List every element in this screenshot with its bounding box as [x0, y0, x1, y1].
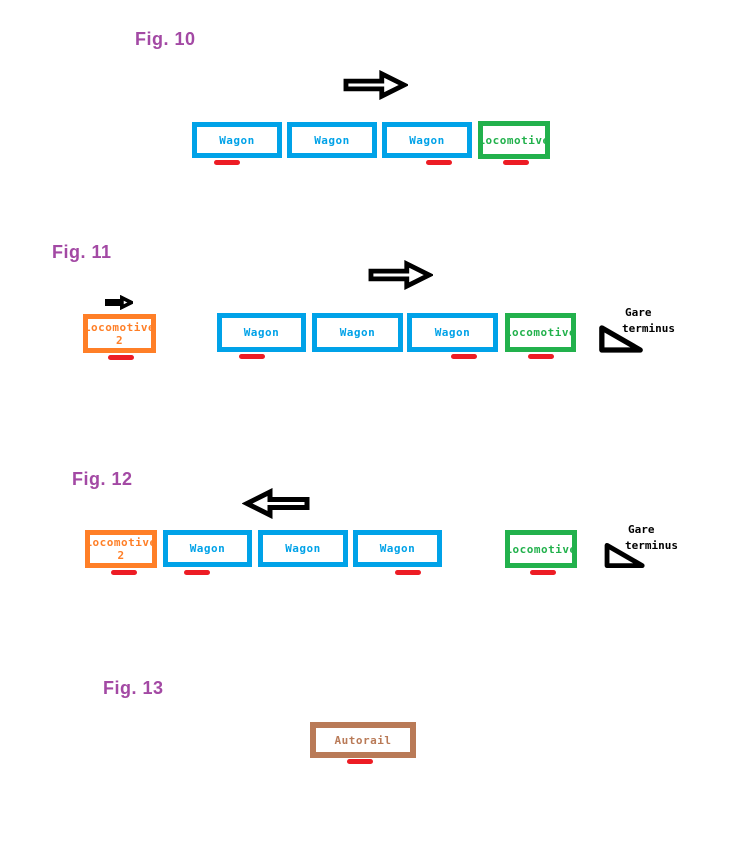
red-underline-mark	[530, 570, 556, 575]
red-underline-mark	[395, 570, 421, 575]
fig12-title: Fig. 12	[72, 469, 133, 489]
red-underline-mark	[184, 570, 210, 575]
red-underline-mark	[111, 570, 137, 575]
locomotive2-box: Locomotive 2	[85, 530, 157, 568]
red-underline-mark	[108, 355, 134, 360]
wagon-box: Wagon	[287, 122, 377, 158]
wagon-box: Wagon	[258, 530, 348, 567]
locomotive-box: Locomotive	[505, 530, 577, 568]
terminus-station-label: Gare terminus	[622, 306, 675, 335]
wagon-box: Wagon	[382, 122, 472, 158]
fig13-title: Fig. 13	[103, 678, 164, 698]
red-underline-mark	[347, 759, 373, 764]
fig10-title: Fig. 10	[135, 29, 196, 49]
terminus-triangle-icon	[604, 542, 645, 569]
red-underline-mark	[214, 160, 240, 165]
small-right-arrow-icon	[105, 295, 133, 310]
left-arrow-icon	[242, 488, 310, 519]
locomotive2-box: Locomotive 2	[83, 314, 156, 353]
terminus-station-label: Gare terminus	[625, 523, 678, 552]
red-underline-mark	[503, 160, 529, 165]
fig11-title: Fig. 11	[52, 242, 112, 262]
red-underline-mark	[451, 354, 477, 359]
red-underline-mark	[239, 354, 265, 359]
red-underline-mark	[426, 160, 452, 165]
wagon-box: Wagon	[407, 313, 498, 352]
locomotive2-label: Locomotive 2	[83, 320, 156, 347]
wagon-box: Wagon	[353, 530, 442, 567]
wagon-box: Wagon	[192, 122, 282, 158]
locomotive-box: Locomotive	[478, 121, 550, 159]
autorail-box: Autorail	[310, 722, 416, 758]
wagon-box: Wagon	[312, 313, 403, 352]
right-arrow-icon	[343, 70, 408, 100]
locomotive-box: Locomotive	[505, 313, 576, 352]
right-arrow-icon	[368, 260, 433, 290]
wagon-box: Wagon	[217, 313, 306, 352]
wagon-box: Wagon	[163, 530, 252, 567]
red-underline-mark	[528, 354, 554, 359]
terminus-triangle-icon	[599, 325, 643, 353]
locomotive2-label: Locomotive 2	[85, 536, 157, 562]
